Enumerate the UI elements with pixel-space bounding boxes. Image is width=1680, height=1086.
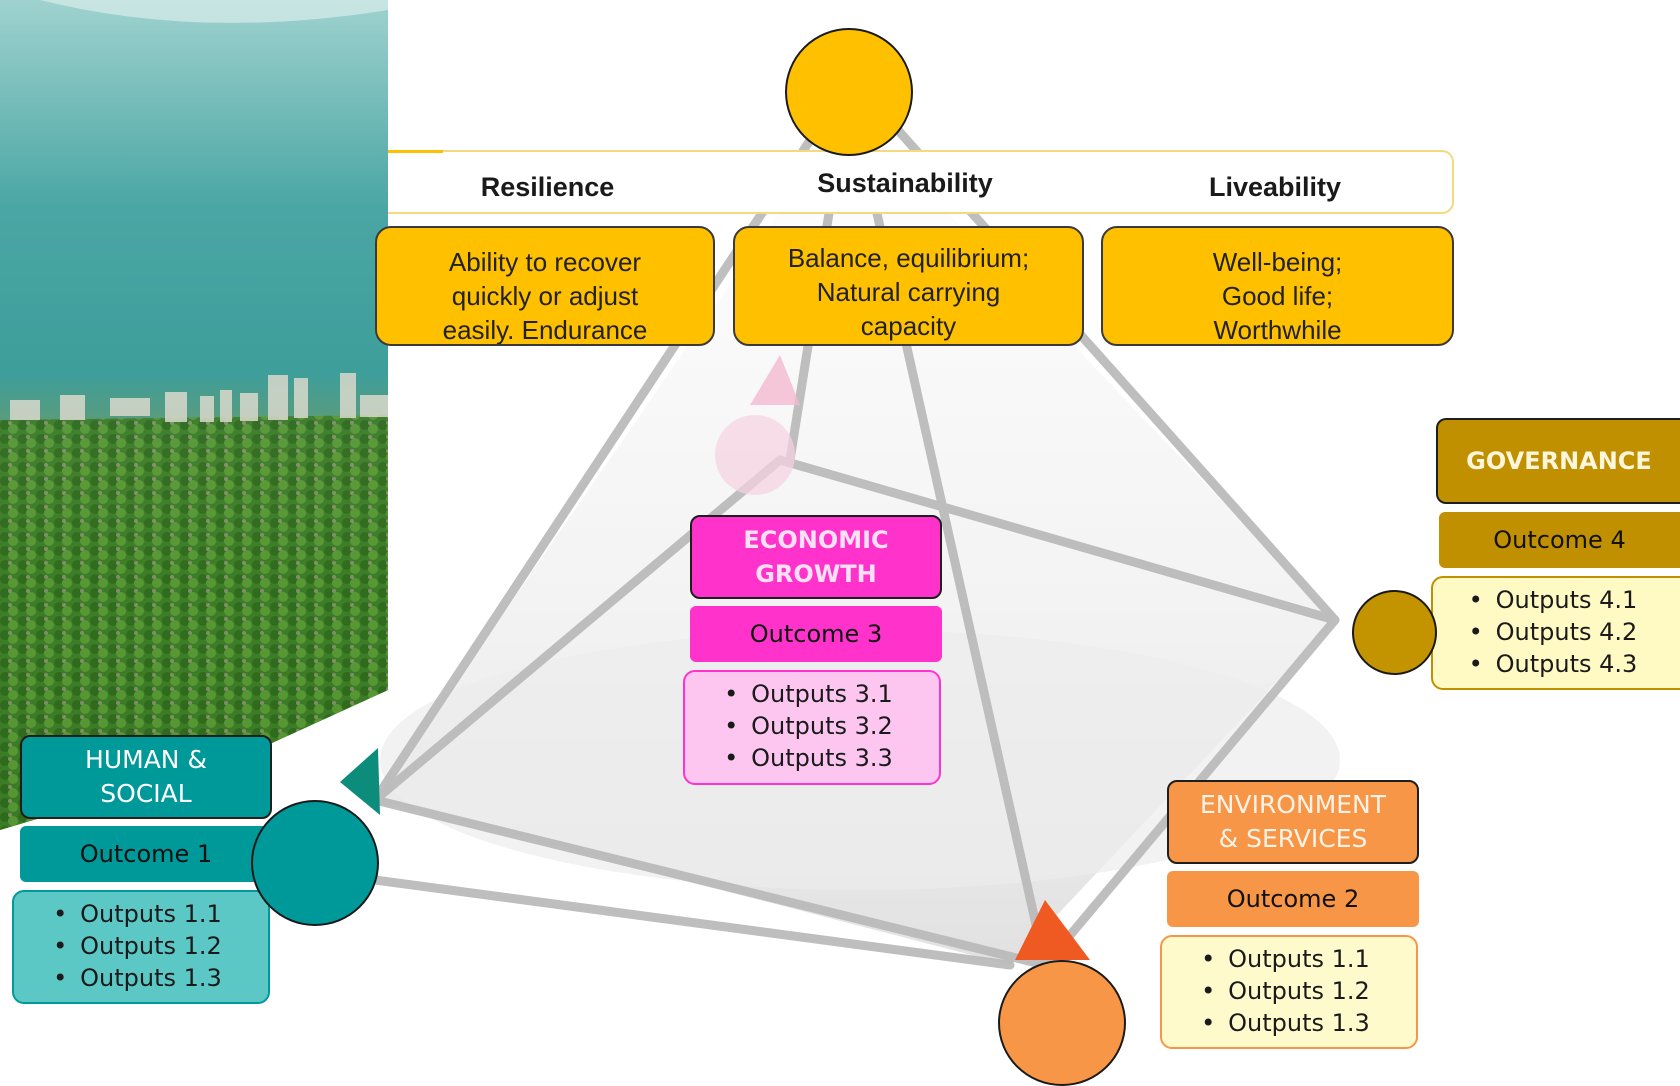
list-item: •Outputs 3.2 (724, 712, 893, 740)
human-social-title: HUMAN & SOCIAL (20, 735, 272, 819)
title-line: & SERVICES (1218, 824, 1368, 853)
pillar-box-liveability: Well-being; Good life; Worthwhile (1101, 226, 1454, 346)
list-item: •Outputs 4.2 (1468, 618, 1638, 646)
pillar-box-resilience: Ability to recover quickly or adjust eas… (375, 226, 715, 346)
list-item: •Outputs 1.1 (53, 900, 222, 928)
pillar-desc-line: quickly or adjust (451, 281, 639, 311)
pillar-header-band (388, 150, 1454, 214)
environment-outputs-list: •Outputs 1.1 •Outputs 1.2 •Outputs 1.3 (1160, 935, 1418, 1049)
title-line: HUMAN & (85, 745, 207, 774)
list-item: •Outputs 3.1 (724, 680, 893, 708)
pillar-desc-line: Well-being; (1212, 247, 1343, 277)
governance-circle (1352, 590, 1437, 675)
economic-outcome: Outcome 3 (690, 606, 942, 662)
human-social-outcome: Outcome 1 (20, 826, 272, 882)
pillar-desc-line: easily. Endurance (442, 315, 648, 345)
apex-circle (785, 28, 913, 156)
pillar-heading-liveability: Liveability (1208, 172, 1342, 202)
pillar-heading-resilience: Resilience (480, 172, 615, 202)
list-item: •Outputs 1.3 (1201, 1009, 1370, 1037)
pillar-desc-line: Worthwhile (1213, 315, 1342, 345)
environment-services-title: ENVIRONMENT & SERVICES (1167, 780, 1419, 864)
pillar-desc-line: Balance, equilibrium; (787, 243, 1030, 273)
list-item: •Outputs 4.1 (1468, 586, 1638, 614)
list-item: •Outputs 1.2 (1201, 977, 1370, 1005)
title-line: ENVIRONMENT (1199, 790, 1387, 819)
pillar-desc-line: Natural carrying (816, 277, 1001, 307)
environment-circle (998, 960, 1126, 1086)
human-social-circle (251, 800, 379, 926)
list-item: •Outputs 1.1 (1201, 945, 1370, 973)
list-item: •Outputs 1.2 (53, 932, 222, 960)
pillar-desc-line: Ability to recover (448, 247, 642, 277)
governance-outputs-list: •Outputs 4.1 •Outputs 4.2 •Outputs 4.3 (1431, 576, 1680, 690)
economic-growth-title: ECONOMIC GROWTH (690, 515, 942, 599)
governance-title: GOVERNANCE (1436, 418, 1680, 504)
human-social-outputs-list: •Outputs 1.1 •Outputs 1.2 •Outputs 1.3 (12, 890, 270, 1004)
pillar-desc-line: capacity (860, 311, 957, 341)
list-item: •Outputs 4.3 (1468, 650, 1638, 678)
header-accent-line (388, 150, 443, 153)
list-item: •Outputs 1.3 (53, 964, 222, 992)
governance-outcome: Outcome 4 (1439, 512, 1680, 568)
economic-outputs-list: •Outputs 3.1 •Outputs 3.2 •Outputs 3.3 (683, 670, 941, 785)
pillar-desc-line: Good life; (1221, 281, 1334, 311)
title-line: SOCIAL (100, 779, 192, 808)
pillar-box-sustainability: Balance, equilibrium; Natural carrying c… (733, 226, 1084, 346)
list-item: •Outputs 3.3 (724, 744, 893, 772)
title-line: GROWTH (755, 560, 877, 588)
pillar-heading-sustainability: Sustainability (817, 168, 993, 198)
title-line: ECONOMIC (743, 526, 889, 554)
environment-outcome: Outcome 2 (1167, 871, 1419, 927)
